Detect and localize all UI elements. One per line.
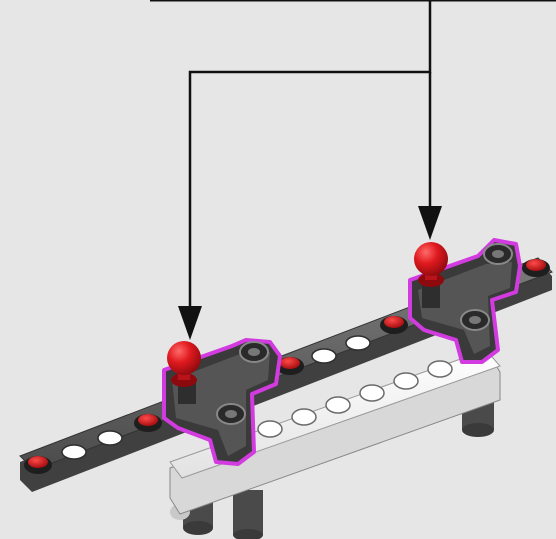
red-ball-peg-icon-left: [167, 341, 201, 387]
down-arrow-icon-right: [418, 206, 442, 240]
down-arrow-icon-left: [178, 306, 202, 340]
red-ball-peg-icon-right: [414, 242, 448, 287]
red-pins: [24, 259, 550, 474]
callout-lines: [150, 0, 556, 340]
